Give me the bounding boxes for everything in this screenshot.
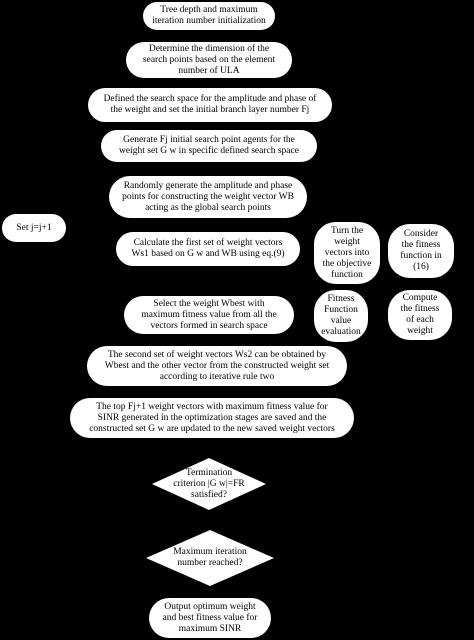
second-set-text: The second set of weight vectors Ws2 can… (104, 349, 330, 382)
turn-weight-node: Turn the weight vectors into the objecti… (314, 222, 380, 284)
search-space-text: Defined the search space for the amplitu… (103, 94, 317, 115)
output-node: Output optimum weight and best fitness v… (149, 598, 271, 638)
max-iteration-decision: Maximum iteration number reached? (146, 530, 274, 586)
generate-agents-node: Generate Fj initial search point agents … (101, 130, 317, 162)
termination-diamond-shape (152, 458, 266, 510)
calc-first-set-node: Calculate the first set of weight vector… (116, 232, 300, 266)
compute-fitness-text: Compute the fitness of each weight (400, 293, 440, 336)
set-j-node: Set j=j+1 (2, 214, 66, 242)
consider-fitness-text: Consider the fitness function in (16) (400, 229, 442, 272)
select-best-node: Select the weight Wbest with maximum fit… (124, 296, 294, 334)
search-space-node: Defined the search space for the amplitu… (88, 88, 332, 122)
random-generate-node: Randomly generate the amplitude and phas… (109, 176, 307, 218)
dimension-text: Determine the dimension of the search po… (142, 43, 276, 76)
fitness-eval-node: Fitness Function value evaluation (314, 290, 368, 342)
init-text: Tree depth and maximum iteration number … (152, 5, 266, 26)
select-best-text: Select the weight Wbest with maximum fit… (141, 298, 277, 331)
second-set-node: The second set of weight vectors Ws2 can… (87, 346, 347, 386)
generate-agents-text: Generate Fj initial search point agents … (119, 135, 299, 156)
consider-fitness-node: Consider the fitness function in (16) (388, 224, 454, 278)
random-generate-text: Randomly generate the amplitude and phas… (122, 180, 294, 213)
fitness-eval-text: Fitness Function value evaluation (321, 294, 361, 337)
max-iteration-text: Maximum iteration number reached? (173, 547, 247, 568)
output-text: Output optimum weight and best fitness v… (162, 601, 258, 634)
init-node: Tree depth and maximum iteration number … (143, 2, 275, 30)
calc-first-set-text: Calculate the first set of weight vector… (131, 238, 285, 259)
termination-decision: Termination criterion |G w|=FR satisfied… (152, 458, 266, 510)
set-j-text: Set j=j+1 (16, 222, 52, 233)
compute-fitness-node: Compute the fitness of each weight (388, 290, 452, 340)
top-fj-node: The top Fj+1 weight vectors with maximum… (70, 398, 354, 438)
max-iteration-diamond-shape (146, 530, 274, 586)
turn-weight-text: Turn the weight vectors into the objecti… (322, 225, 372, 280)
dimension-node: Determine the dimension of the search po… (126, 42, 292, 78)
top-fj-text: The top Fj+1 weight vectors with maximum… (89, 401, 335, 434)
termination-text: Termination criterion |G w|=FR satisfied… (173, 467, 245, 500)
